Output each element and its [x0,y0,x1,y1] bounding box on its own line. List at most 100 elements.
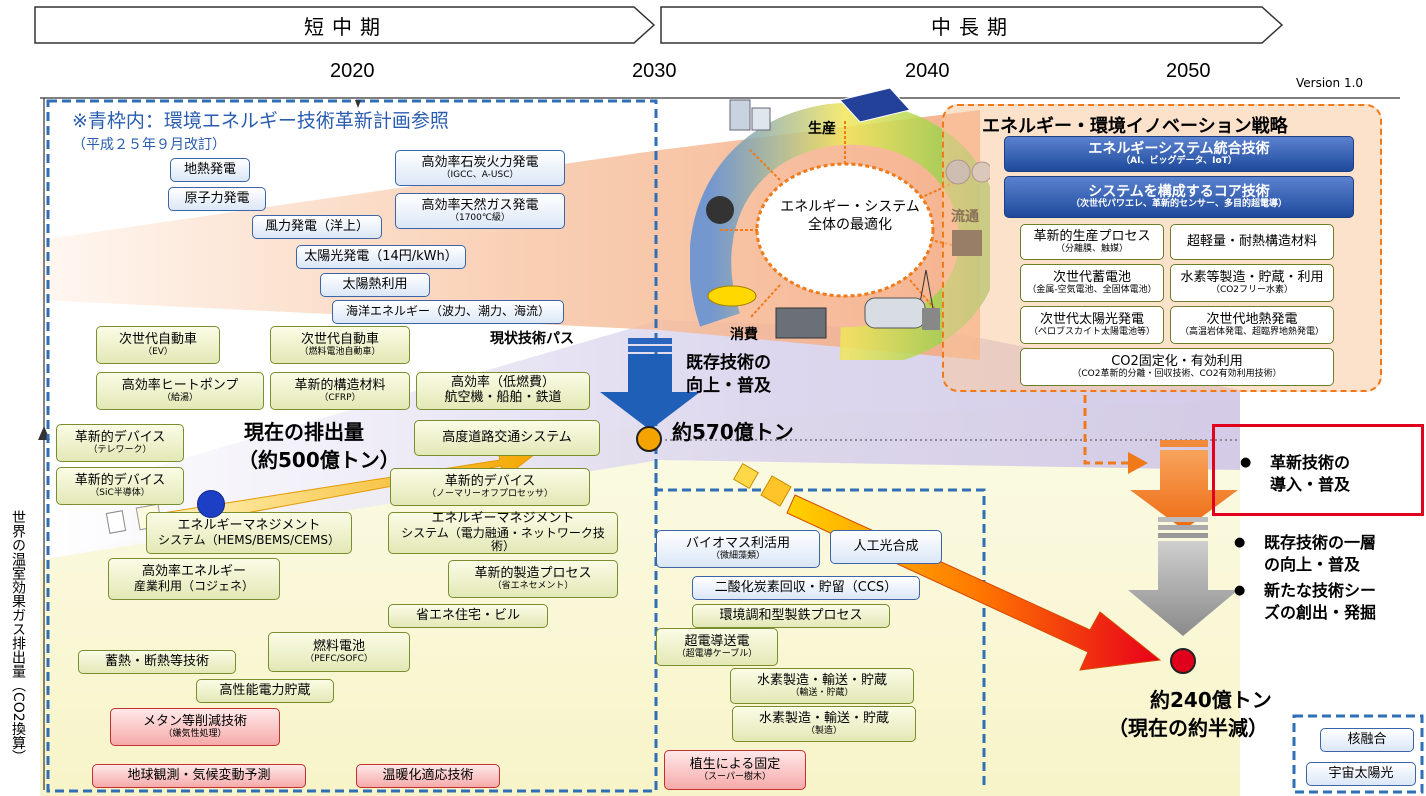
strategy-item-1-main: 革新的生産プロセス [1033,228,1151,244]
system-integration-box: エネルギーシステム統合技術 （AI、ビッグデータ、IoT） [1004,136,1354,172]
demand-item-11-sub: システム（電力融通・ネットワーク技術） [401,525,605,554]
version-label: Version 1.0 [1296,76,1364,90]
phase-long-term-label: 中長期 [931,14,1015,39]
demand-item-7-main: 高度道路交通システム [442,429,572,445]
bullet-new-seeds-line2: ズの創出・発掘 [1264,602,1377,622]
right-item-2: 人工光合成 [830,530,942,564]
future-item-1: 核融合 [1320,728,1414,752]
future-item-1-label: 核融合 [1347,731,1387,747]
y-axis-label: 世界の温室効果ガス排出量（CO2換算） [10,510,26,764]
demand-item-6-main: 革新的デバイス [74,429,166,445]
right-item-1-main: バイオマス利活用 [685,535,790,551]
co2-main: CO2固定化・有効利用 [1111,353,1243,369]
demand-item-8-sub: （SiC半導体） [90,487,150,498]
supply-item-4: 高効率天然ガス発電（1700℃級） [395,193,565,229]
year-2040: 2040 [905,60,950,82]
bullet-existing-line2: の向上・普及 [1264,554,1361,574]
right-item-6-main: 水素製造・輸送・貯蔵 [756,672,887,688]
demand-item-13-main: 革新的製造プロセス [474,565,592,581]
demand-item-1: 次世代自動車（EV） [96,326,220,364]
demand-item-15-sub: （PEFC/SOFC） [305,653,373,664]
red-item-1: メタン等削減技術（嫌気性処理） [110,708,280,746]
strategy-title: エネルギー・環境イノベーション戦略 [982,116,1288,137]
right-item-2-main: 人工光合成 [853,538,919,554]
right-item-5-sub: （超電導ケーブル） [676,648,758,659]
demand-item-4-sub: （CFRP） [319,392,361,403]
supply-item-5: 風力発電（洋上） [252,215,382,239]
strategy-item-4-sub: （CO2フリー水素） [1210,284,1294,295]
future-item-2-label: 宇宙太陽光 [1328,765,1394,781]
supply-item-7: 太陽熱利用 [320,273,430,297]
demand-item-10: エネルギーマネジメントシステム（HEMS/BEMS/CEMS） [146,512,352,554]
demand-item-16: 蓄熱・断熱等技術 [78,650,236,674]
strategy-item-2: 超軽量・耐熱構造材料 [1170,224,1334,260]
emission-570-dot [636,426,662,452]
red-item-2: 地球観測・気候変動予測 [92,764,306,788]
demand-item-13: 革新的製造プロセス（省エネセメント） [448,560,618,598]
strategy-item-4-main: 水素等製造・貯蔵・利用 [1180,269,1324,285]
emission-570-label: 約570億トン [672,420,794,444]
co2-sub: （CO2革新的分離・回収技術、CO2有効利用技術） [1072,368,1282,379]
right-item-7: 水素製造・輸送・貯蔵（製造） [732,706,916,742]
phase-long-term: 中長期 [660,6,1286,44]
right-item-6: 水素製造・輸送・貯蔵（輸送・貯蔵） [730,668,914,704]
core-tech-box: システムを構成するコア技術 （次世代パワエレ、革新的センサー、多目的超電導） [1004,176,1354,218]
demand-item-2: 次世代自動車（燃料電池自動車） [270,326,410,364]
existing-tech-label-2: 向上・普及 [686,376,771,396]
demand-item-6-sub: （テレワーク） [88,444,152,455]
ellipse-label-1: エネルギー・システム [780,199,920,215]
year-2020: 2020 [330,60,375,82]
demand-item-17-main: 高性能電力貯蔵 [219,682,311,698]
demand-item-6: 革新的デバイス（テレワーク） [56,424,184,462]
supply-item-4-sub: （1700℃級） [449,212,510,223]
supply-item-6-label: 太陽光発電（14円/kWh） [304,248,458,264]
strategy-item-2-main: 超軽量・耐熱構造材料 [1186,233,1317,249]
strategy-item-6: 次世代地熱発電（高温岩体発電、超臨界地熱発電） [1170,306,1334,344]
emission-240-dot [1170,648,1196,674]
demand-item-9-main: 革新的デバイス [444,473,536,489]
demand-item-17: 高性能電力貯蔵 [196,679,334,703]
phase-short-term-label: 短中期 [304,14,388,39]
strategy-item-6-main: 次世代地熱発電 [1206,311,1298,327]
right-item-7-sub: （製造） [805,725,842,736]
demand-item-15-main: 燃料電池 [312,638,365,654]
right-item-1-sub: （微細藻類） [710,550,765,561]
right-item-6-sub: （輸送・貯蔵） [790,687,854,698]
phase-short-term: 短中期 [34,6,658,44]
demand-item-12-sub: 産業利用（コジェネ） [133,578,254,593]
note-title: ※青枠内：環境エネルギー技術革新計画参照 [72,110,449,132]
bullet-new-seeds-line1: 新たな技術シー [1264,581,1377,600]
strategy-item-5: 次世代太陽光発電（ペロブスカイト太陽電池等） [1020,306,1164,344]
system-integration-main: エネルギーシステム統合技術 [1088,141,1270,157]
current-emission-label-1: 現在の排出量 [244,420,364,444]
half-label: （現在の約半減） [1108,716,1268,740]
demand-item-3-main: 高効率ヒートポンプ [121,377,239,393]
strategy-item-3: 次世代蓄電池（金属-空気電池、全固体電池） [1020,264,1164,302]
bullet-new-seeds: 新たな技術シー ズの創出・発掘 [1234,580,1377,623]
demand-item-5-sub: 航空機・船舶・鉄道 [444,390,562,405]
note-subtitle: （平成２５年９月改訂） [72,137,226,153]
supply-item-5-label: 風力発電（洋上） [264,218,369,234]
strategy-item-5-sub: （ペロブスカイト太陽電池等） [1028,326,1155,337]
ellipse-label-2: 全体の最適化 [808,217,892,233]
bullet-innovation-line2: 導入・普及 [1270,474,1351,494]
demand-item-8-main: 革新的デバイス [74,472,166,488]
supply-item-3: 高効率石炭火力発電（IGCC、A-USC） [395,150,565,186]
supply-item-6: 太陽光発電（14円/kWh） [296,245,466,269]
core-tech-main: システムを構成するコア技術 [1088,184,1270,200]
year-2050: 2050 [1166,60,1211,82]
demand-item-9-sub: （ノーマリーオフプロセッサ） [426,488,553,499]
supply-item-4-main: 高効率天然ガス発電 [421,197,539,213]
bullet-innovation: 革新技術の 導入・普及 [1240,452,1351,495]
strategy-item-1-sub: （分離膜、触媒） [1055,243,1128,254]
current-path-label: 現状技術パス [490,331,574,347]
right-item-4-main: 環境調和型製鉄プロセス [719,607,863,623]
right-item-3: 二酸化炭素回収・貯留（CCS） [692,576,920,600]
strategy-item-4: 水素等製造・貯蔵・利用（CO2フリー水素） [1170,264,1334,302]
demand-item-10-main: エネルギーマネジメント [177,517,321,533]
supply-item-1-label: 地熱発電 [183,161,236,177]
demand-item-8: 革新的デバイス（SiC半導体） [56,467,184,505]
bullet-existing-line1: 既存技術の一層 [1264,533,1377,552]
emission-240-label: 約240億トン [1150,688,1272,712]
red-item-3-main: 温暖化適応技術 [382,767,474,783]
